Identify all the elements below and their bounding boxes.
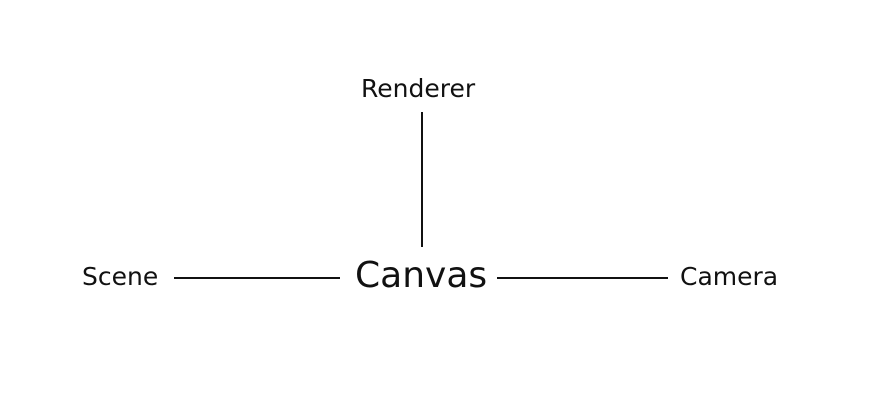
- canvas-node: Canvas: [355, 255, 488, 296]
- canvas-camera-connector: [497, 277, 668, 279]
- canvas-renderer-connector: [421, 112, 423, 247]
- scene-node: Scene: [82, 262, 159, 291]
- scene-canvas-connector: [174, 277, 340, 279]
- camera-node: Camera: [680, 262, 779, 291]
- renderer-node: Renderer: [361, 74, 476, 103]
